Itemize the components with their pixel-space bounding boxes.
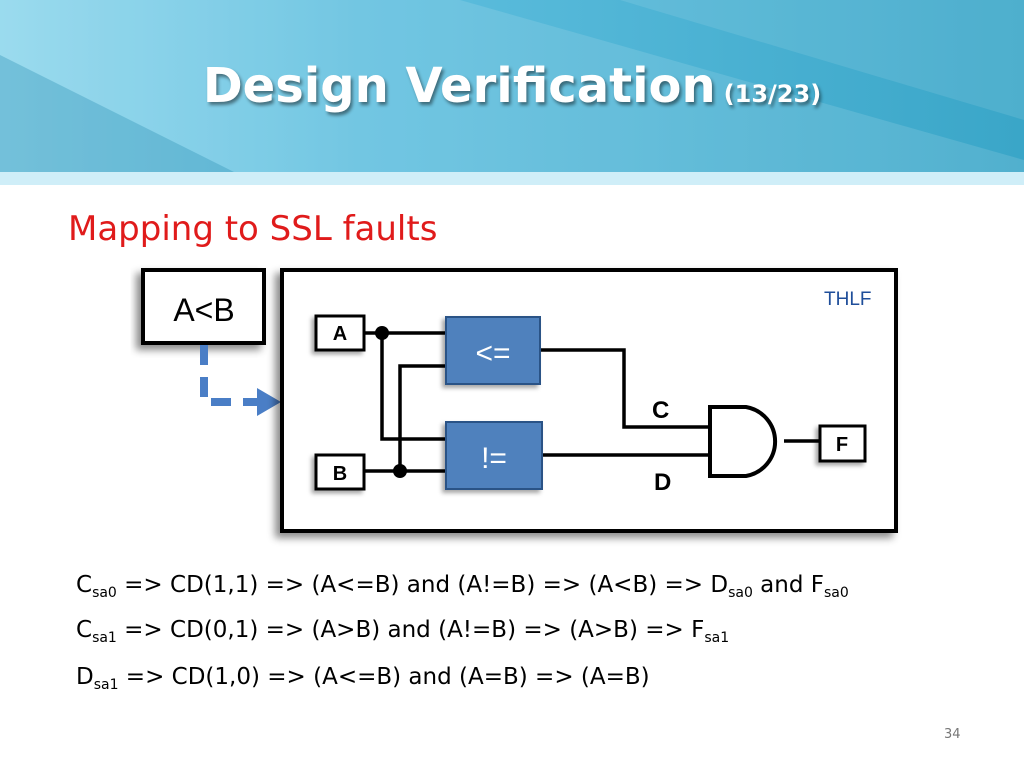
equation-text: => CD(1,1) => (A<=B) and (A!=B) => (A<B)… <box>116 572 729 598</box>
equation-line: Csa0 => CD(1,1) => (A<=B) and (A!=B) => … <box>76 572 849 601</box>
input-a-label: A <box>333 323 347 345</box>
module-box <box>280 268 898 533</box>
equation-line: Csa1 => CD(0,1) => (A>B) and (A!=B) => (… <box>76 617 730 646</box>
condition-box <box>141 268 266 345</box>
equation-text: C <box>76 572 93 598</box>
equation-subscript: sa0 <box>728 585 753 601</box>
header-background <box>0 0 1024 185</box>
input-a-box <box>314 314 366 352</box>
equation-text: C <box>76 617 93 643</box>
section-subtitle: Mapping to SSL faults <box>68 209 438 249</box>
equation-subscript: sa1 <box>93 677 119 693</box>
output-f-label: F <box>836 434 848 456</box>
output-f-box <box>818 424 867 463</box>
input-b-label: B <box>333 463 347 485</box>
arrow-head <box>257 388 281 416</box>
ne-block <box>445 421 543 490</box>
ne-block-label: != <box>481 442 507 475</box>
module-label: THLF <box>824 289 872 310</box>
wire-d-label: D <box>654 469 671 496</box>
equation-text: => CD(1,0) => (A<=B) and (A=B) => (A=B) <box>118 664 650 690</box>
equation-subscript: sa1 <box>704 630 730 646</box>
page-number: 34 <box>944 727 961 742</box>
and-gate <box>708 405 778 478</box>
le-block-label: <= <box>475 337 510 370</box>
equation-line: Dsa1 => CD(1,0) => (A<=B) and (A=B) => (… <box>76 664 650 693</box>
condition-arrow <box>200 345 262 406</box>
condition-label: A<B <box>173 292 234 328</box>
slide-title-text: Design Verification <box>202 58 716 114</box>
slide-title: Design Verification(13/23) <box>0 62 1024 110</box>
equation-text: => CD(0,1) => (A>B) and (A!=B) => (A>B) … <box>116 617 705 643</box>
input-b-box <box>314 453 366 491</box>
equation-subscript: sa0 <box>824 585 849 601</box>
equation-text: and F <box>752 572 824 598</box>
le-block <box>445 316 541 385</box>
junction-dot <box>393 464 407 478</box>
junction-dot <box>375 326 389 340</box>
slide-counter: (13/23) <box>723 80 822 108</box>
wire-c-label: C <box>652 397 669 424</box>
equation-subscript: sa0 <box>92 585 117 601</box>
equation-text: D <box>76 664 94 690</box>
equation-subscript: sa1 <box>92 630 117 646</box>
